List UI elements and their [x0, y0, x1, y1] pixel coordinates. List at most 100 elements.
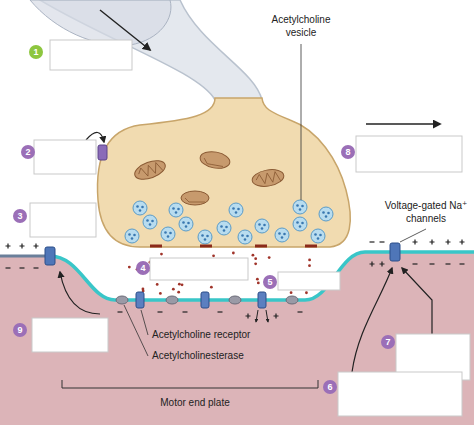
acetylcholine [220, 225, 223, 228]
acetylcholine [301, 205, 304, 208]
synaptic-vesicle [143, 215, 157, 229]
acetylcholine [178, 283, 181, 286]
mitochondrion-outline [199, 150, 231, 171]
cristae [203, 158, 224, 166]
charge-symbol [380, 241, 385, 242]
vesicle-membrane [217, 221, 231, 235]
vesicle-membrane [143, 215, 157, 229]
blank-label-box [32, 318, 108, 352]
acetylcholine [133, 234, 136, 237]
axon-terminal [97, 98, 350, 247]
mitochondrion [199, 150, 231, 171]
acetylcholine [185, 225, 188, 228]
acetylcholine-receptor [258, 292, 266, 308]
acetylcholine [156, 283, 159, 286]
acetylcholine [235, 211, 238, 214]
acetylcholine [241, 234, 244, 237]
leader-line [141, 310, 148, 335]
acetylcholine [308, 259, 311, 262]
synaptic-vesicle [133, 201, 147, 215]
acetylcholine [136, 205, 139, 208]
synaptic-vesicle [229, 203, 243, 217]
acetylcholine [210, 286, 213, 289]
vesicle-membrane [319, 207, 333, 221]
mitochondrion [132, 157, 168, 183]
sodium-channel [45, 247, 55, 265]
part-label: Motor end plate [145, 397, 245, 410]
charge-symbol [158, 311, 163, 312]
acetylcholine [160, 253, 163, 256]
cristae [255, 171, 280, 185]
synaptic-vesicle [125, 229, 139, 243]
leader-line [400, 229, 426, 242]
acetylcholine [169, 232, 172, 235]
ion-flow-arrow [256, 310, 258, 322]
acetylcholine [139, 209, 142, 212]
vesicle-membrane [161, 227, 175, 241]
acetylcholine [322, 211, 325, 214]
acetylcholinesterase [286, 296, 298, 304]
acetylcholine [261, 227, 264, 230]
synaptic-vesicle [293, 200, 307, 214]
acetylcholine [263, 224, 266, 227]
cristae [137, 161, 163, 179]
callout-number: 1 [29, 45, 43, 59]
vesicle-membrane [169, 203, 183, 217]
callout-number: 3 [13, 209, 27, 223]
acetylcholine-receptor [136, 292, 144, 308]
acetylcholine [128, 233, 131, 236]
synaptic-vesicle [275, 228, 289, 242]
sarcolemma [0, 255, 50, 258]
callout-number: 7 [381, 335, 395, 349]
acetylcholine [327, 212, 330, 215]
charge-symbol [413, 263, 418, 264]
sodium-channel [390, 243, 400, 261]
charge-symbol [218, 311, 223, 312]
charge-symbol [446, 263, 451, 264]
acetylcholine [301, 222, 304, 225]
acetylcholine [159, 292, 162, 295]
calcium-channel [98, 145, 107, 160]
charge-symbol [118, 311, 123, 312]
acetylcholine [296, 204, 299, 207]
charge-symbol [370, 262, 375, 267]
acetylcholine [317, 237, 320, 240]
acetylcholine [325, 215, 328, 218]
acetylcholine [172, 288, 175, 291]
vesicle-membrane [179, 217, 193, 231]
acetylcholine [244, 238, 247, 241]
vesicle-membrane [255, 219, 269, 233]
acetylcholine [254, 262, 257, 265]
acetylcholine [146, 219, 149, 222]
acetylcholine [181, 283, 184, 286]
vesicle-membrane [229, 203, 243, 217]
acetylcholine [225, 226, 228, 229]
acetylcholine [319, 234, 322, 237]
blank-label-box [150, 258, 248, 280]
acetylcholine [164, 231, 167, 234]
acetylcholine [246, 235, 249, 238]
ion-flow-arrow [266, 310, 268, 322]
acetylcholine [232, 207, 235, 210]
charge-symbol [460, 263, 465, 264]
acetylcholine [128, 266, 131, 269]
synaptic-vesicle [311, 229, 325, 243]
acetylcholine [232, 252, 235, 255]
acetylcholine [131, 237, 134, 240]
vesicle-membrane [238, 230, 252, 244]
charge-symbol [380, 262, 385, 267]
vesicle-membrane [311, 229, 325, 243]
vesicle-membrane [293, 200, 307, 214]
part-label: Acetylcholinesterase [152, 350, 244, 363]
charge-symbol [430, 240, 435, 245]
acetylcholinesterase [166, 296, 178, 304]
blank-label-box [34, 140, 96, 174]
charge-symbol [446, 240, 451, 245]
callout-number: 6 [323, 380, 337, 394]
cristae [185, 198, 205, 202]
acetylcholine [314, 233, 317, 236]
charge-symbol [6, 244, 11, 249]
vesicle-membrane [125, 229, 139, 243]
acetylcholinesterase [116, 296, 128, 304]
